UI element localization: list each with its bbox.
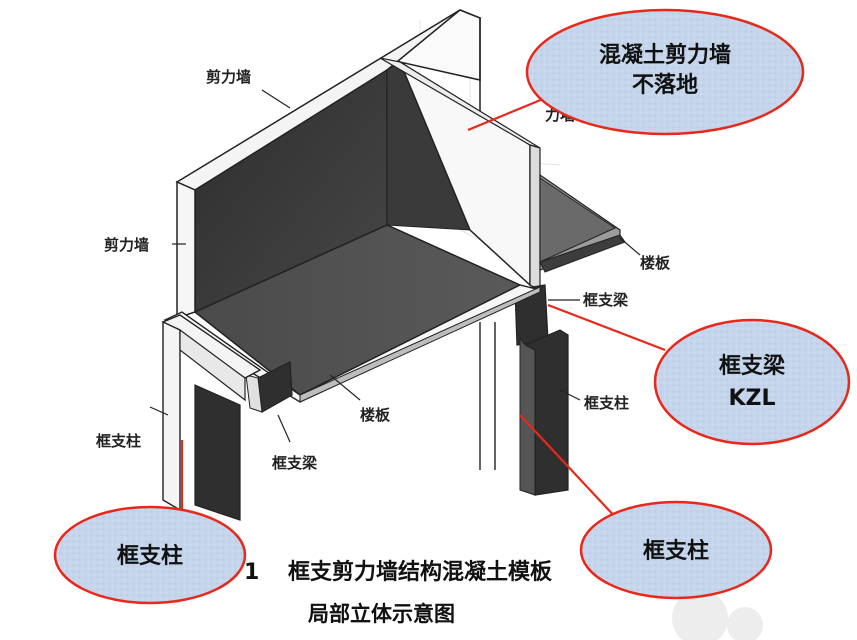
caption-line-1: 框支剪力墙结构混凝土模板	[288, 559, 553, 585]
floor-slab-front	[163, 284, 543, 403]
callout-wall-line1: 混凝土剪力墙	[599, 42, 731, 68]
label-transfer-column-left: 框支柱	[96, 432, 141, 450]
caption: 1 框支剪力墙结构混凝土模板 局部立体示意图	[244, 559, 553, 626]
watermark-mark	[672, 590, 763, 640]
callout-beam-line1: 框支梁	[719, 354, 785, 379]
label-shear-wall-left: 剪力墙	[104, 236, 149, 254]
callout-wall-line2: 不落地	[632, 73, 698, 98]
callout-column-right: 框支柱	[579, 500, 773, 600]
callout-beam: 框支梁 KZL	[653, 318, 851, 446]
callout-column-right-text: 框支柱	[643, 539, 709, 564]
label-transfer-beam-right: 框支梁	[583, 291, 629, 309]
label-shear-wall-top: 剪力墙	[206, 68, 251, 86]
callout-column-left: 框支柱	[53, 505, 247, 605]
callout-wall: 混凝土剪力墙 不落地	[525, 8, 805, 136]
caption-line-2: 局部立体示意图	[308, 602, 455, 626]
caption-figure-number: 1	[244, 560, 259, 585]
label-transfer-beam-left: 框支梁	[272, 454, 318, 472]
callout-beam-line2: KZL	[728, 386, 775, 411]
label-floor-slab-right: 楼板	[640, 254, 671, 272]
floor-slab-right	[539, 173, 626, 273]
transfer-beam-left	[245, 361, 293, 413]
callout-column-left-text: 框支柱	[117, 544, 183, 569]
printed-labels: 剪力墙 剪力墙 力墙 楼板 框支梁 楼板 框支柱 框支柱 框支梁	[96, 68, 671, 472]
label-floor-slab-center: 楼板	[360, 406, 391, 424]
label-leaders	[149, 89, 641, 443]
transfer-frame-right	[479, 322, 569, 496]
label-transfer-column-right: 框支柱	[584, 394, 629, 412]
